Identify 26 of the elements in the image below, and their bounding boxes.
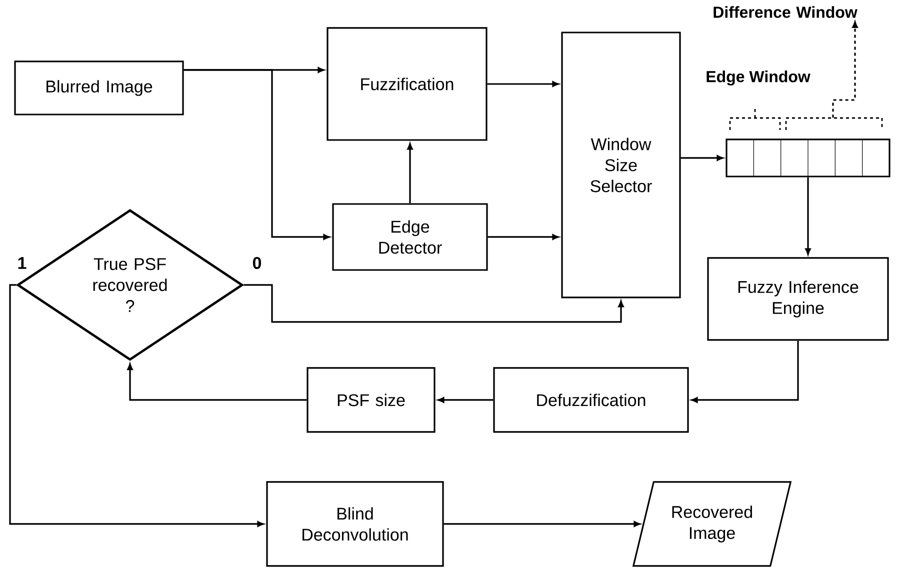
arrow bbox=[9, 284, 264, 527]
edge-label: 1 bbox=[16, 256, 28, 270]
process-box: Window Size Selector bbox=[561, 32, 681, 298]
arrow bbox=[438, 397, 494, 403]
arrow bbox=[184, 69, 330, 240]
arrow bbox=[487, 81, 559, 87]
edge-label: 0 bbox=[251, 256, 263, 270]
arrow bbox=[691, 340, 799, 403]
process-box: Blind Deconvolution bbox=[266, 481, 444, 567]
arrow bbox=[680, 155, 724, 161]
process-box: Defuzzification bbox=[493, 367, 689, 433]
process-box: Blurred Image bbox=[14, 60, 184, 116]
arrow bbox=[444, 521, 640, 527]
arrow bbox=[407, 143, 413, 204]
arrow bbox=[805, 177, 811, 255]
window-label: Difference Window bbox=[714, 6, 858, 18]
process-box: Fuzzy Inference Engine bbox=[707, 257, 889, 341]
arrow bbox=[488, 234, 559, 240]
arrow bbox=[832, 21, 858, 118]
process-box: Fuzzification bbox=[326, 27, 488, 141]
arrow bbox=[244, 284, 624, 323]
process-box: PSF size bbox=[306, 367, 436, 433]
window-strip bbox=[726, 138, 890, 178]
process-box: Edge Detector bbox=[332, 203, 488, 271]
bracket-label: Edge Window bbox=[706, 70, 810, 86]
arrow bbox=[127, 364, 307, 401]
